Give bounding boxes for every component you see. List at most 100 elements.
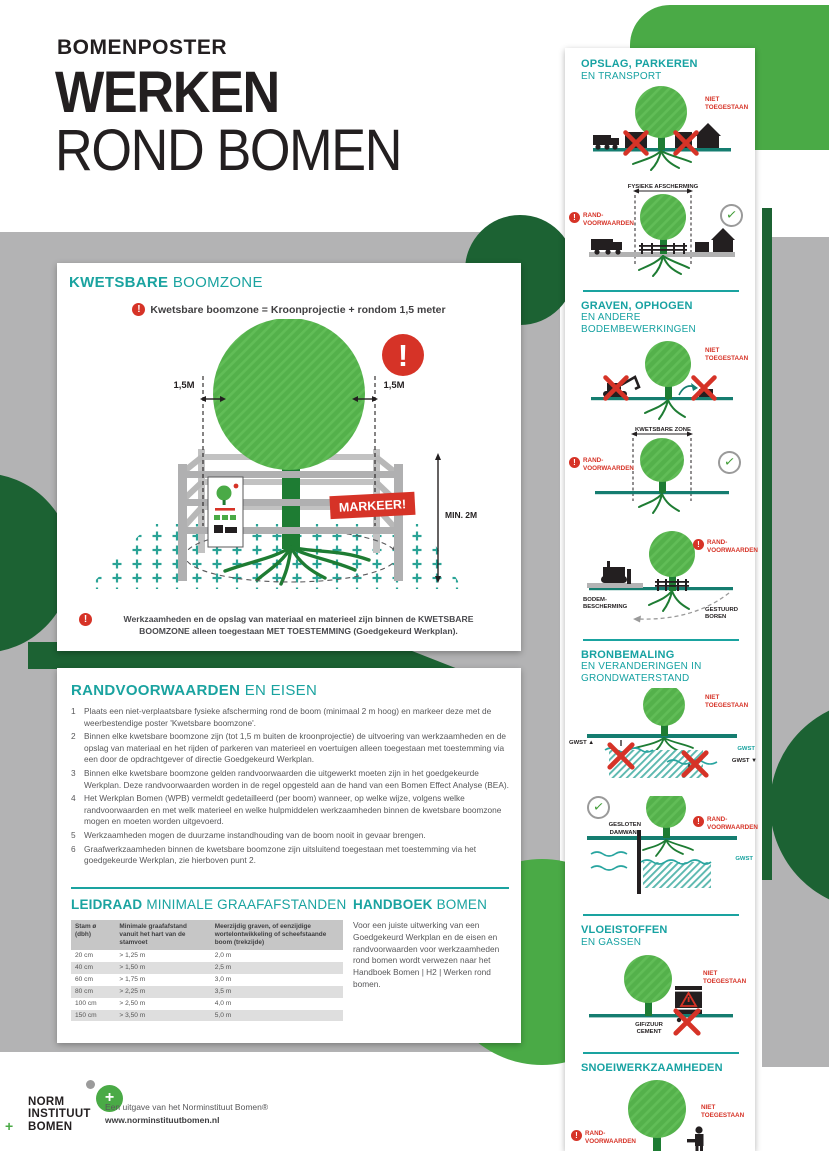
illustration-vloeistoffen: NIET TOEGESTAAN GIF/ZUUR CEMENT	[581, 952, 746, 1044]
cell: > 3,50 m	[115, 1009, 211, 1022]
min-height-arrow	[435, 453, 441, 583]
sidebar-content: OPSLAG, PARKEREN EN TRANSPORT	[565, 48, 758, 1151]
bulldozer-icon	[601, 561, 631, 585]
logo-line: NORM	[28, 1096, 65, 1108]
fysieke-afscherming-label: FYSIEKE AFSCHERMING	[627, 184, 699, 191]
cell: 60 cm	[75, 975, 93, 983]
exclamation-icon: !	[569, 212, 580, 224]
background-gray-right	[762, 237, 829, 1067]
gwst-label: GWST	[737, 746, 755, 753]
item-number: 1	[71, 706, 76, 716]
bron-damwand-drawing	[587, 796, 737, 895]
randvoorwaarden-card: RANDVOORWAARDEN EN EISEN 1 Plaats een nie…	[57, 668, 521, 1043]
randvoorwaarden-list: 1 Plaats een niet-verplaatsbare fysieke a…	[71, 706, 509, 869]
boomzone-heading-bold: KWETSBARE	[69, 274, 169, 291]
illustration-graven-zone: KWETSBARE ZONE	[569, 427, 743, 521]
gwst-label: GWST	[735, 856, 753, 863]
illustration-opslag-rand: FYSIEKE AFSCHERMING	[569, 184, 745, 282]
randvoorwaarden-label: RAND-VOORWAARDEN	[707, 539, 758, 555]
tree-roots	[223, 545, 371, 586]
handboek-heading-light: BOMEN	[436, 897, 488, 912]
niet-toegestaan-label: NIET TOEGESTAAN	[705, 694, 749, 710]
boomzone-diagram: 1,5M 1,5M ! MARKEER! MIN. 2M	[87, 319, 477, 589]
exclamation-icon: !	[693, 816, 704, 828]
alert-icon	[382, 334, 424, 376]
projection-lines	[202, 376, 376, 526]
section-title-light: EN TRANSPORT	[581, 70, 662, 82]
section-title-light: EN ANDERE BODEMBEWERKINGEN	[581, 312, 696, 335]
poster-title-light: ROND BOMEN	[55, 118, 402, 183]
col-meerzijdig: Meerzijdig graven, of eenzijdige wortelo…	[210, 920, 343, 950]
website-url: www.norminstituutbomen.nl	[105, 1114, 220, 1125]
randvoorwaarden-heading-light: EN EISEN	[244, 682, 318, 699]
list-item: 4 Het Werkplan Bomen (WPB) vermeldt gedet…	[71, 793, 509, 828]
cell: 100 cm	[75, 999, 97, 1007]
illustration-bron-damwand: ✓ ! RAND-VOORWAARDEN GESLOTEN DAMWAND GW…	[581, 794, 758, 906]
niet-toegestaan-label: NIET TOEGESTAAN	[705, 96, 749, 111]
illustration-bron-niet: NIET TOEGESTAAN GWST ▲ GWST GWST ▼	[569, 688, 757, 788]
logo-line: BOMEN	[28, 1120, 73, 1133]
exclamation-icon: !	[132, 303, 146, 316]
randvoorwaarden-heading: RANDVOORWAARDEN EN EISEN	[71, 682, 317, 699]
fence-icon	[639, 243, 687, 255]
mini-poster	[207, 476, 244, 548]
publisher-info: Een uitgave van het Norminstituut Bomen®…	[105, 1101, 268, 1127]
background-darkgreen-bar	[762, 208, 772, 880]
opslag-rand-drawing	[589, 188, 735, 278]
damwand-wall	[637, 830, 641, 895]
randvoorwaarden-label: RAND-VOORWAARDEN	[583, 457, 634, 473]
graven-bescherming-drawing	[587, 531, 733, 623]
boomzone-warning-text: Werkzaamheden en de opslag van materiaal…	[123, 614, 474, 637]
markeer-badge: MARKEER!	[329, 491, 416, 520]
section-title-bronbemaling: BRONBEMALING EN VERANDERINGEN IN GRONDWA…	[581, 649, 741, 685]
handboek-heading: HANDBOEK BOMEN	[353, 897, 487, 912]
item-text: Plaats een niet-verplaatsbare fysieke af…	[84, 706, 492, 728]
cell: 3,0 m	[214, 975, 232, 983]
item-text: Het Werkplan Bomen (WPB) vermeldt gedeta…	[84, 793, 502, 827]
tree-crown	[213, 319, 365, 470]
section-title-opslag: OPSLAG, PARKEREN EN TRANSPORT	[581, 58, 741, 82]
graven-niet-drawing	[591, 341, 733, 421]
min-height-label: MIN. 2M	[445, 510, 477, 520]
section-title-bold: GRAVEN, OPHOGEN	[581, 299, 693, 312]
norminstituut-logo: + NORM INSTITUUT BOMEN	[28, 1080, 198, 1140]
niet-toegestaan-label: NIET TOEGESTAAN	[701, 1104, 745, 1120]
poster-kicker: BOMENPOSTER	[57, 36, 228, 59]
chemical-barrel-icon	[675, 986, 702, 1015]
list-item: 1 Plaats een niet-verplaatsbare fysieke a…	[71, 706, 509, 729]
cell: 4,0 m	[214, 999, 232, 1007]
section-title-bold: OPSLAG, PARKEREN	[581, 58, 698, 70]
alert-exclamation: !	[398, 338, 408, 373]
protection-mat	[587, 583, 643, 589]
leidraad-heading-bold: LEIDRAAD	[71, 897, 143, 912]
divider	[583, 1052, 739, 1054]
illustration-graven-bescherming: ! RAND-VOORWAARDEN BODEM­BESCHERMING GES…	[581, 527, 758, 631]
roots	[642, 839, 694, 858]
section-title-light: EN VERANDERINGEN IN GRONDWATERSTAND	[581, 661, 702, 684]
exclamation-icon: !	[569, 457, 580, 469]
item-number: 4	[71, 793, 76, 804]
house-icon	[711, 228, 735, 253]
item-text: Binnen elke kwetsbare boomzone gelden ra…	[84, 768, 509, 790]
dim-label-left: 1,5M	[173, 380, 194, 391]
roots	[638, 255, 690, 278]
cell: > 1,25 m	[119, 952, 146, 959]
exclamation-icon: !	[693, 539, 704, 551]
illustration-opslag-niet: NIET TOEGESTAAN	[581, 86, 748, 180]
section-title-vloeistoffen: VLOEISTOFFEN EN GASSEN	[581, 924, 741, 948]
roots	[644, 399, 686, 421]
section-title-snoeiwerk: SNOEIWERKZAAMHEDEN	[581, 1062, 741, 1075]
section-title-bold: BRONBEMALING	[581, 648, 675, 661]
snoeiwerk-drawing	[628, 1080, 704, 1151]
boring-path	[636, 592, 730, 621]
randvoorwaarden-badge: ! RAND-VOORWAARDEN	[569, 212, 634, 228]
item-text: Graafwerkzaamheden binnen de kwetsbare b…	[84, 843, 477, 866]
item-number: 2	[71, 731, 76, 742]
dim-arrowheads	[200, 396, 378, 402]
